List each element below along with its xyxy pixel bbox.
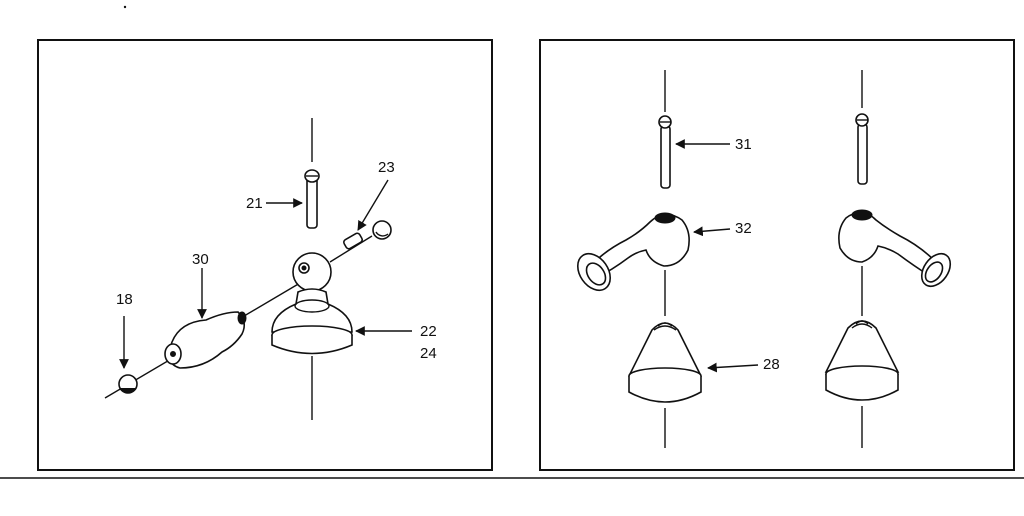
ball-hub	[292, 252, 332, 292]
screw-mirror	[855, 113, 869, 185]
lever-handle-mirror	[838, 209, 952, 288]
speck	[123, 5, 127, 9]
leader-23	[357, 179, 389, 231]
callout-32: 32	[735, 220, 752, 237]
escutcheon-part-22	[271, 288, 353, 355]
callout-22: 22	[420, 323, 437, 340]
callout-23: 23	[378, 159, 395, 176]
callout-21: 21	[246, 195, 263, 212]
escutcheon-mirror	[824, 320, 900, 401]
assembly-axis	[329, 235, 373, 263]
lever-handle-part-30	[164, 311, 247, 369]
index-button-part-18	[118, 374, 138, 394]
left-panel-frame	[37, 39, 493, 471]
callout-31: 31	[735, 136, 752, 153]
callout-28: 28	[763, 356, 780, 373]
right-panel-frame	[539, 39, 1015, 471]
set-screw-part-23	[343, 220, 392, 250]
escutcheon-part-28	[628, 322, 702, 403]
right-panel: 31 32 28	[539, 39, 1015, 471]
callout-30: 30	[192, 251, 209, 268]
lever-handle-part-32	[576, 212, 690, 292]
screw-part-21	[304, 169, 320, 229]
leader-28	[707, 362, 759, 373]
callout-18: 18	[116, 291, 133, 308]
left-panel: 18 21 22 23 24 30	[37, 39, 493, 471]
callout-24: 24	[420, 345, 437, 362]
leader-32	[693, 226, 731, 237]
screw-part-31	[658, 115, 672, 189]
